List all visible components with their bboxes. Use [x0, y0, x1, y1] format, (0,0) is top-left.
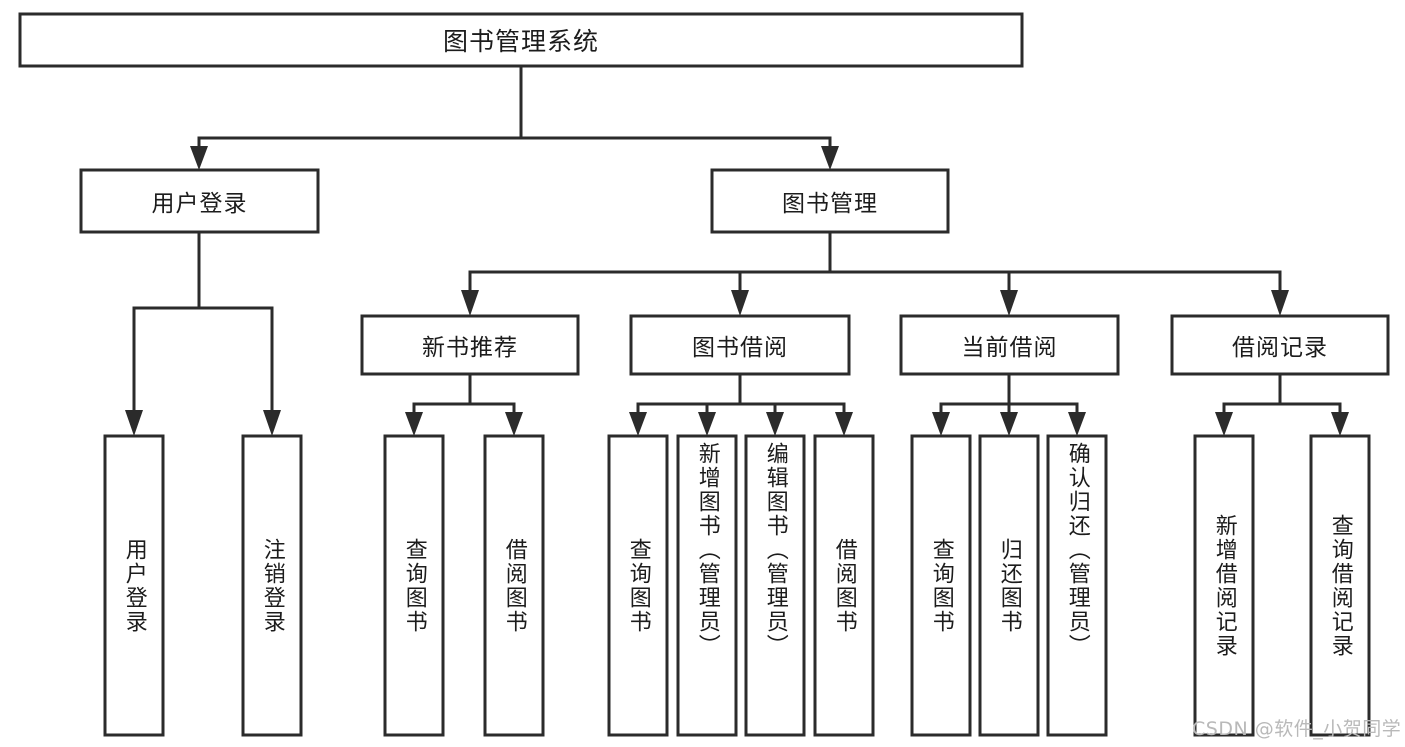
arrow-head-leaf-borrow-book	[835, 412, 853, 436]
connector-root-to-level1	[190, 64, 839, 170]
connector-bookborrow-to-leaves	[629, 372, 853, 436]
connector-borrowrecord-to-leaves	[1215, 372, 1349, 436]
node-box-leaf-logout[interactable]	[241, 434, 303, 737]
node-box-leaf-add-book[interactable]	[676, 434, 738, 737]
node-box-leaf-user-login[interactable]	[103, 434, 165, 737]
arrow-head-leaf-edit-book	[766, 412, 784, 436]
node-box-leaf-borrow-book[interactable]	[813, 434, 875, 737]
arrow-head-leaf-borrow-book-rec	[505, 412, 523, 436]
arrow-head-leaf-query-book-borrow	[629, 412, 647, 436]
arrow-head-user-login	[190, 146, 208, 170]
csdn-watermark: CSDN @软件_小贺同学	[1192, 718, 1402, 740]
node-box-leaf-query-book-rec[interactable]	[383, 434, 445, 737]
arrow-head-leaf-add-book	[698, 412, 716, 436]
arrow-head-leaf-query-book-cur	[932, 412, 950, 436]
arrow-head-book-borrow	[731, 290, 749, 316]
connector-newbook-to-leaves	[405, 372, 523, 436]
node-box-leaf-query-record[interactable]	[1309, 434, 1371, 737]
node-box-user-login[interactable]	[79, 168, 320, 234]
arrow-head-book-management	[821, 146, 839, 170]
node-box-leaf-query-book-borrow[interactable]	[607, 434, 669, 737]
arrow-head-current-borrow	[1000, 290, 1018, 316]
arrow-head-leaf-logout	[263, 410, 281, 436]
connector-bookmgmt-to-level2	[461, 230, 1289, 316]
arrow-head-borrow-record	[1271, 290, 1289, 316]
node-box-book-borrow[interactable]	[629, 314, 851, 376]
node-box-title[interactable]	[18, 12, 1024, 68]
node-box-book-management[interactable]	[710, 168, 950, 234]
node-box-leaf-confirm-return[interactable]	[1046, 434, 1108, 737]
arrow-head-leaf-user-login	[125, 410, 143, 436]
node-box-leaf-borrow-book-rec[interactable]	[483, 434, 545, 737]
node-box-new-book-recommend[interactable]	[360, 314, 580, 376]
connector-userlogin-to-leaves	[125, 230, 281, 436]
node-box-leaf-edit-book[interactable]	[744, 434, 806, 737]
arrow-head-leaf-query-record	[1331, 412, 1349, 436]
arrow-head-leaf-confirm-return	[1068, 412, 1086, 436]
arrow-head-new-book-recommend	[461, 290, 479, 316]
arrow-head-leaf-return-book	[1000, 412, 1018, 436]
node-box-current-borrow[interactable]	[899, 314, 1120, 376]
arrow-head-leaf-query-book-rec	[405, 412, 423, 436]
connector-currentborrow-to-leaves	[932, 372, 1086, 436]
node-box-leaf-add-record[interactable]	[1193, 434, 1255, 737]
node-box-leaf-return-book[interactable]	[978, 434, 1040, 737]
node-box-borrow-record[interactable]	[1170, 314, 1390, 376]
node-box-leaf-query-book-cur[interactable]	[910, 434, 972, 737]
arrow-head-leaf-add-record	[1215, 412, 1233, 436]
